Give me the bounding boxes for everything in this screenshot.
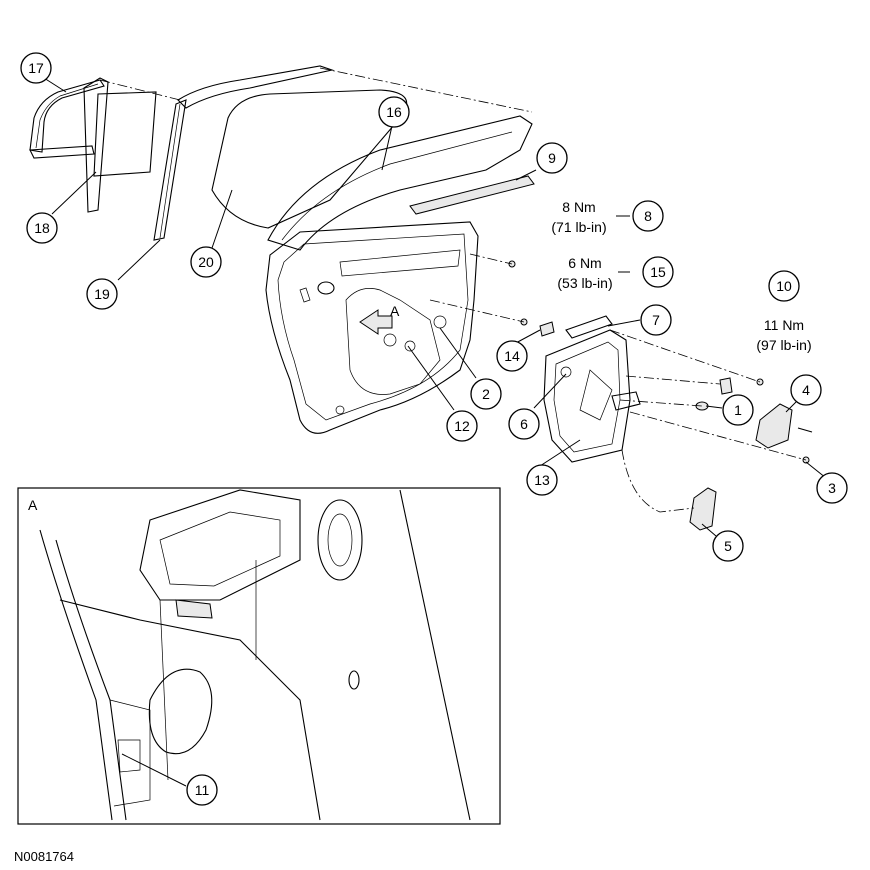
svg-text:17: 17	[28, 60, 44, 76]
callout-18: 18	[26, 212, 58, 244]
svg-text:1: 1	[734, 402, 742, 418]
callout-5: 5	[712, 530, 744, 562]
svg-text:2: 2	[482, 386, 490, 402]
svg-text:15: 15	[650, 264, 666, 280]
callout-16: 16	[378, 96, 410, 128]
callout-20: 20	[190, 246, 222, 278]
assembly-lines	[99, 67, 807, 513]
view-arrow-label: A	[390, 303, 400, 319]
torque-10-imperial: (97 lb-in)	[756, 337, 811, 353]
torque-15-imperial: (53 lb-in)	[557, 275, 612, 291]
svg-text:9: 9	[548, 150, 556, 166]
callout-1: 1	[722, 394, 754, 426]
svg-text:4: 4	[802, 382, 810, 398]
torque-spec-15: 6 Nm (53 lb-in)	[557, 255, 612, 291]
callout-13: 13	[526, 464, 558, 496]
callout-7: 7	[640, 304, 672, 336]
svg-text:20: 20	[198, 254, 214, 270]
latch-assembly	[543, 315, 641, 463]
outside-handle	[689, 403, 813, 531]
callout-2: 2	[470, 378, 502, 410]
door-inner-panel	[265, 221, 479, 434]
svg-text:11: 11	[195, 782, 210, 798]
quarter-window-assembly	[29, 77, 187, 241]
svg-text:7: 7	[652, 312, 660, 328]
callout-19: 19	[86, 278, 118, 310]
svg-text:12: 12	[454, 418, 470, 434]
torque-8-metric: 8 Nm	[562, 199, 595, 215]
callout-3: 3	[816, 472, 848, 504]
callout-8: 8	[632, 200, 664, 232]
door-frame	[177, 65, 535, 251]
svg-text:16: 16	[386, 104, 402, 120]
callout-11: 11	[186, 774, 218, 806]
torque-10-metric: 11 Nm	[764, 317, 804, 333]
svg-text:18: 18	[34, 220, 50, 236]
svg-text:3: 3	[828, 480, 836, 496]
detail-view-a	[17, 487, 501, 825]
callout-10: 10	[768, 270, 800, 302]
svg-text:13: 13	[534, 472, 550, 488]
callout-15: 15	[642, 256, 674, 288]
svg-text:5: 5	[724, 538, 732, 554]
torque-spec-10: 11 Nm (97 lb-in)	[756, 317, 811, 353]
callout-12: 12	[446, 410, 478, 442]
torque-spec-8: 8 Nm (71 lb-in)	[551, 199, 606, 235]
svg-text:8: 8	[644, 208, 652, 224]
figure-id: N0081764	[14, 849, 74, 864]
svg-text:6: 6	[520, 416, 528, 432]
detail-a-label: A	[28, 497, 38, 513]
torque-15-metric: 6 Nm	[568, 255, 601, 271]
callout-4: 4	[790, 374, 822, 406]
leader-lines	[43, 77, 827, 787]
callout-9: 9	[536, 142, 568, 174]
callout-17: 17	[20, 52, 52, 84]
callout-6: 6	[508, 408, 540, 440]
callout-14: 14	[496, 340, 528, 372]
svg-text:14: 14	[504, 348, 520, 364]
svg-text:19: 19	[94, 286, 110, 302]
svg-text:10: 10	[776, 278, 792, 294]
door-glass	[211, 89, 408, 229]
torque-8-imperial: (71 lb-in)	[551, 219, 606, 235]
